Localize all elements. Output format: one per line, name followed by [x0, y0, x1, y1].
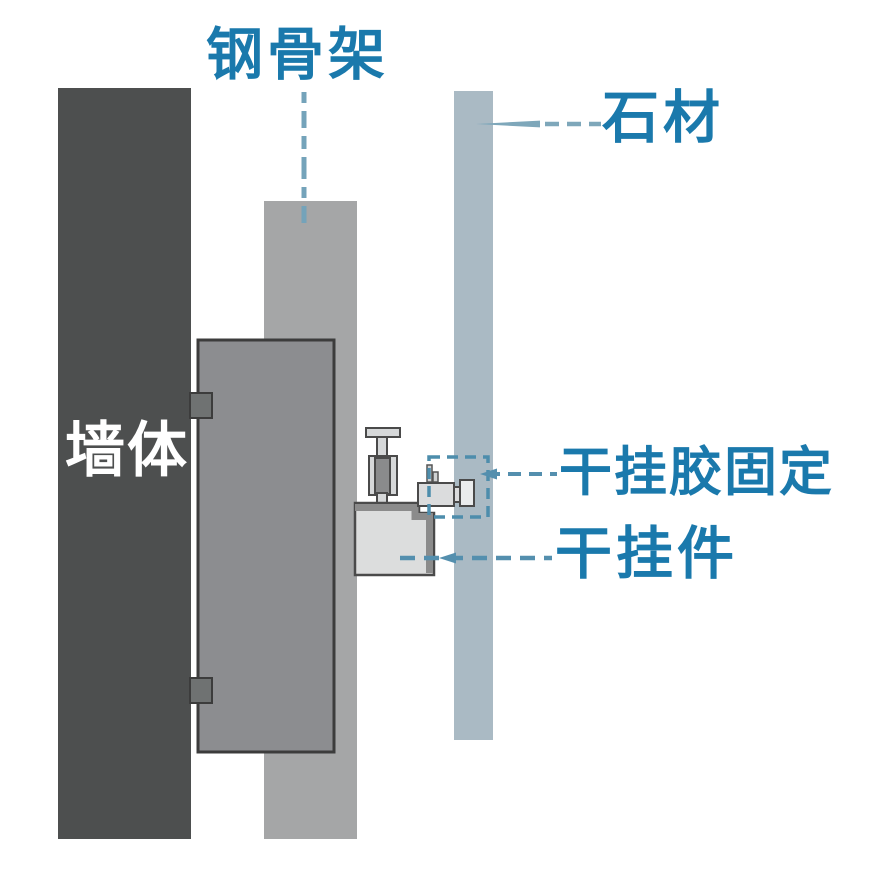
pin-stud-right — [432, 471, 439, 483]
wall-rect — [58, 88, 191, 839]
label-hanger: 干挂件 — [555, 522, 738, 586]
bolt-lower-stem — [376, 492, 388, 504]
stone-leader-taper — [476, 120, 540, 128]
hanger-bracket-edge-band — [355, 504, 433, 573]
wall-anchor-top — [189, 392, 213, 419]
pin-body — [417, 482, 455, 507]
bolt-head-cap — [365, 427, 401, 438]
label-wall: 墙体 — [65, 417, 189, 484]
adhesive-dashed-box — [427, 455, 490, 519]
label-stone: 石材 — [602, 86, 724, 150]
bolt-core — [374, 457, 391, 495]
wall-anchor-bottom — [189, 677, 213, 704]
label-adhesive-fixing: 干挂胶固定 — [559, 443, 834, 502]
hanger-leader-arrow — [439, 552, 456, 564]
adhesive-leader-arrow — [480, 468, 497, 480]
embed-block — [196, 338, 336, 754]
pin-head — [459, 479, 475, 507]
label-steel-frame: 钢骨架 — [206, 23, 389, 87]
stone-panel — [454, 91, 493, 740]
bolt-upper-stem — [376, 436, 388, 459]
